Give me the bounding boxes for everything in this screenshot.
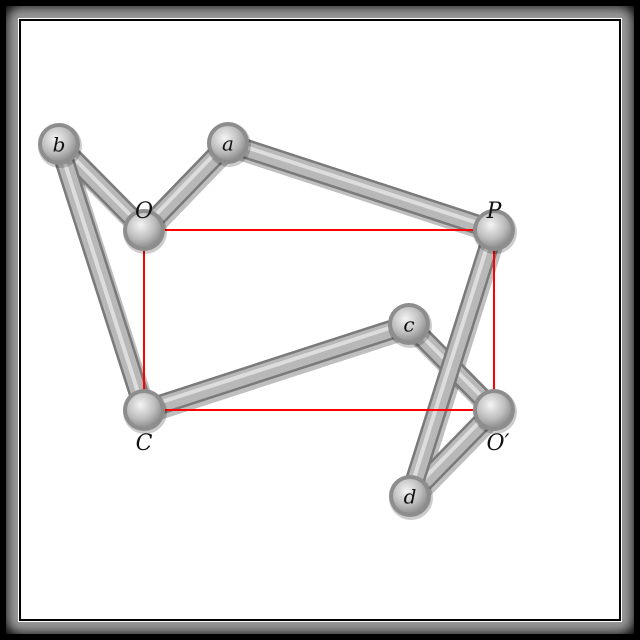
label-C: C bbox=[136, 431, 153, 456]
label-c: c bbox=[403, 313, 414, 337]
label-d: d bbox=[404, 485, 417, 509]
label-b: b bbox=[53, 133, 66, 157]
joint-d bbox=[393, 479, 427, 513]
joint-O2 bbox=[477, 393, 511, 427]
label-O2: O′ bbox=[486, 431, 509, 456]
rod-a-P-highlight bbox=[225, 139, 495, 230]
label-a: a bbox=[222, 132, 234, 156]
label-P: P bbox=[486, 199, 503, 224]
drawing-border bbox=[19, 19, 621, 621]
labels: b aO PcC O′ d bbox=[53, 132, 510, 509]
rod-b-C-highlight bbox=[56, 140, 145, 410]
label-O: O bbox=[135, 199, 153, 224]
joints bbox=[38, 122, 517, 520]
joint-b bbox=[42, 127, 76, 161]
rod-C-c-highlight bbox=[141, 320, 410, 410]
joint-O bbox=[127, 213, 161, 247]
joint-P bbox=[477, 213, 511, 247]
joint-c bbox=[392, 307, 426, 341]
rod-d-P-highlight bbox=[407, 226, 495, 496]
joint-C bbox=[127, 393, 161, 427]
joint-a bbox=[211, 126, 245, 160]
rod-C-c bbox=[136, 316, 417, 418]
